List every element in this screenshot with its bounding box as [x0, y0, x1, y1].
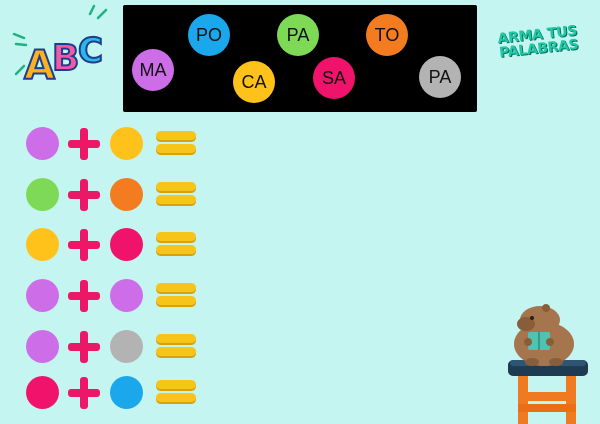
- syllable-to[interactable]: TO: [366, 14, 408, 56]
- plus-icon: [67, 127, 101, 161]
- plus-icon: [67, 228, 101, 262]
- equals-icon: [156, 331, 196, 359]
- equals-icon: [156, 128, 196, 156]
- syllable-pa[interactable]: PA: [277, 14, 319, 56]
- abc-letter-b: B: [52, 38, 79, 79]
- right-circle[interactable]: [110, 178, 143, 211]
- syllable-ma[interactable]: MA: [132, 49, 174, 91]
- equals-icon: [156, 179, 196, 207]
- syllable-banner: PO PA TO MA CA SA PA: [123, 5, 477, 112]
- plus-icon: [67, 330, 101, 364]
- equation-row-5: [24, 327, 200, 367]
- plus-icon: [67, 279, 101, 313]
- left-circle[interactable]: [26, 376, 59, 409]
- right-circle[interactable]: [110, 127, 143, 160]
- right-circle[interactable]: [110, 330, 143, 363]
- right-circle[interactable]: [110, 376, 143, 409]
- equation-row-3: [24, 225, 200, 265]
- abc-logo: A B C: [12, 4, 108, 88]
- abc-letter-a: A: [24, 43, 55, 88]
- abc-letter-c: C: [78, 31, 103, 71]
- syllable-sa[interactable]: SA: [313, 57, 355, 99]
- capybara-reading-icon: [508, 304, 588, 424]
- left-circle[interactable]: [26, 127, 59, 160]
- plus-icon: [67, 178, 101, 212]
- equals-icon: [156, 229, 196, 257]
- syllable-pa-2[interactable]: PA: [419, 56, 461, 98]
- equation-row-2: [24, 175, 200, 215]
- equals-icon: [156, 377, 196, 405]
- plus-icon: [67, 376, 101, 410]
- equation-row-4: [24, 276, 200, 316]
- right-circle[interactable]: [110, 279, 143, 312]
- left-circle[interactable]: [26, 279, 59, 312]
- page-title: ARMA TUS PALABRAS: [477, 22, 599, 62]
- syllable-po[interactable]: PO: [188, 14, 230, 56]
- equation-row-6: [24, 373, 200, 413]
- equation-row-1: [24, 124, 200, 164]
- syllable-ca[interactable]: CA: [233, 61, 275, 103]
- left-circle[interactable]: [26, 228, 59, 261]
- equals-icon: [156, 280, 196, 308]
- left-circle[interactable]: [26, 330, 59, 363]
- right-circle[interactable]: [110, 228, 143, 261]
- left-circle[interactable]: [26, 178, 59, 211]
